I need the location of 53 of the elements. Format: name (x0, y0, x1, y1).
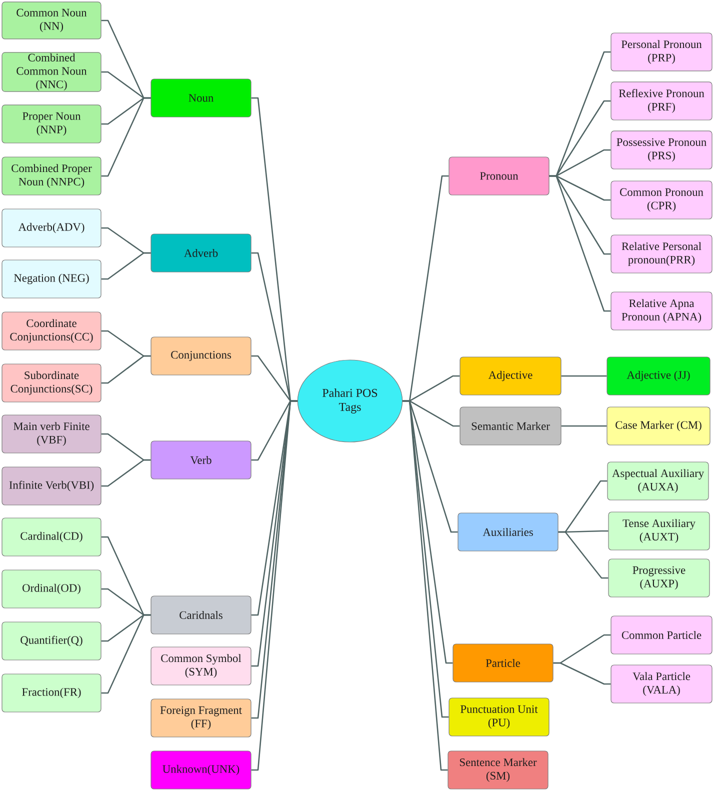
tag-box: Aspectual Auxiliary (AUXA) (607, 462, 709, 500)
connector-line (101, 97, 151, 177)
tag-box: Proper Noun (NNP) (2, 104, 102, 144)
tag-box: Combined Common Noun (NNC) (2, 52, 102, 92)
connector-line (553, 662, 611, 685)
category-box: Conjunctions (150, 336, 252, 376)
connector-line (101, 459, 151, 487)
connector-line (101, 252, 151, 280)
category-box: Noun (150, 78, 252, 118)
connector-line (549, 175, 611, 312)
category-box: Auxiliaries (458, 512, 558, 552)
connector-line (402, 400, 448, 771)
category-box: Unknown(UNK) (150, 750, 252, 790)
tag-box: Negation (NEG) (2, 260, 102, 298)
tag-box: Personal Pronoun (PRP) (610, 32, 712, 72)
tag-box: Combined Proper Noun (NNPC) (2, 156, 102, 196)
category-box: Semantic Marker (460, 406, 562, 446)
tag-box: Relative Apna Pronoun (APNA) (610, 292, 712, 330)
tag-box: Reflexive Pronoun (PRF) (610, 82, 712, 120)
tag-box: Coordinate Conjunctions(CC) (2, 312, 102, 350)
tag-box: Fraction(FR) (2, 674, 102, 712)
tag-box: Common Pronoun (CPR) (610, 180, 712, 220)
category-box: Punctuation Unit (PU) (448, 698, 550, 736)
category-box: Sentence Marker (SM) (448, 750, 548, 790)
tag-box: Adjective (JJ) (606, 356, 710, 396)
category-box: Caridnals (150, 596, 252, 634)
tag-box: Tense Auxiliary (AUXT) (608, 512, 710, 550)
connector-line (101, 355, 151, 384)
category-box: Adjective (460, 356, 562, 396)
category-box: Adverb (150, 234, 252, 272)
tag-box: Relative Personal pronoun(PRR) (610, 234, 712, 274)
tag-box: Cardinal(CD) (2, 518, 102, 556)
tag-box: Possessive Pronoun (PRS) (610, 130, 712, 170)
connector-line (561, 425, 607, 427)
category-box: Particle (452, 644, 554, 682)
tag-box: Common Noun (NN) (2, 2, 102, 40)
tag-box: Adverb(ADV) (2, 208, 102, 248)
connector-line (101, 614, 151, 694)
tag-box: Infinite Verb(VBI) (2, 466, 102, 506)
category-box: Common Symbol (SYM) (150, 646, 252, 686)
tag-box: Main verb Finite (VBF) (2, 414, 102, 454)
connector-line (561, 375, 607, 377)
tag-box: Vala Particle (VALA) (610, 664, 712, 704)
tag-box: Ordinal(OD) (2, 570, 102, 608)
tag-box: Quantifier(Q) (2, 622, 102, 660)
category-box: Verb (150, 440, 252, 480)
tag-box: Progressive (AUXP) (608, 558, 710, 598)
tag-box: Subordinate Conjunctions(SC) (2, 364, 102, 402)
tag-box: Case Marker (CM) (606, 406, 710, 446)
tag-box: Common Particle (610, 616, 712, 654)
connector-line (558, 531, 608, 579)
category-box: Pronoun (448, 156, 550, 196)
category-box: Foreign Fragment (FF) (150, 698, 252, 738)
